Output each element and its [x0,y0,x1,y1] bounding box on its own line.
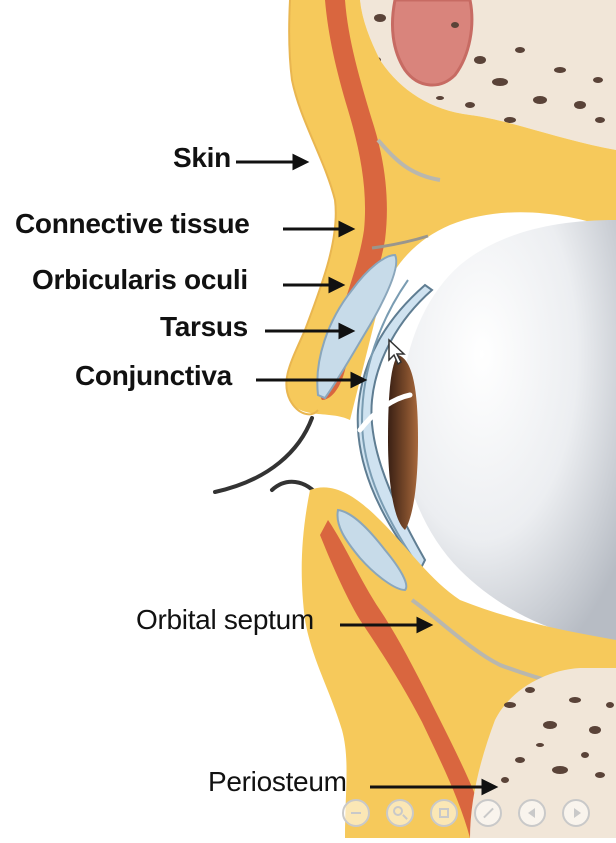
label-orbicularis-oculi: Orbicularis oculi [32,266,248,294]
label-connective-tissue: Connective tissue [15,210,250,238]
label-tarsus: Tarsus [160,313,248,341]
label-periosteum: Periosteum [208,768,347,796]
label-orbital-septum: Orbital septum [136,606,314,634]
label-conjunctiva: Conjunctiva [75,362,232,390]
label-skin: Skin [173,144,231,172]
